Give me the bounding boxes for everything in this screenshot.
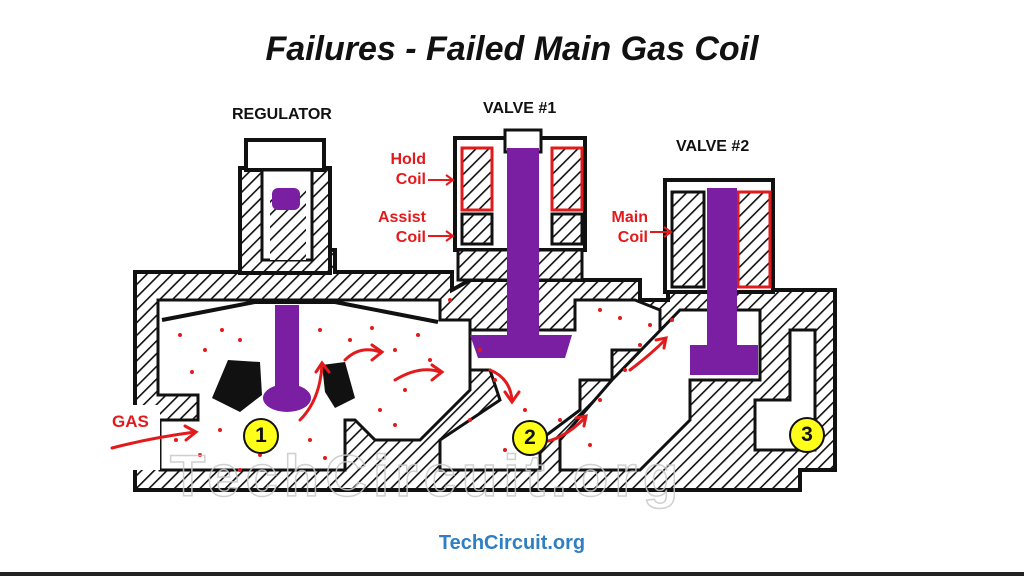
label-main-coil: Main Coil [611, 209, 648, 246]
regulator-seat-right [322, 362, 355, 408]
label-valve2: VALVE #2 [676, 138, 750, 155]
gas-inlet-opening [95, 405, 160, 470]
chamber-marker-2: 2 [512, 420, 548, 456]
valve1-plunger-disc [470, 335, 572, 358]
regulator-cap-plunger [272, 188, 300, 210]
bottom-divider [0, 572, 1024, 576]
chamber-marker-3: 3 [789, 417, 825, 453]
valve1-assist-coil-right [550, 212, 584, 246]
gas-flow-arrows [110, 336, 668, 450]
label-pointers [428, 174, 673, 242]
valve1-plunger [507, 148, 539, 338]
gas-particles [174, 298, 674, 472]
label-assist-coil: Assist Coil [377, 209, 426, 246]
chamber-marker-1: 1 [243, 418, 279, 454]
valve1-hold-coil-left [460, 146, 494, 212]
label-regulator: REGULATOR [232, 106, 332, 123]
regulator-plunger-base [263, 384, 311, 412]
label-hold-coil: Hold Coil [390, 151, 426, 188]
label-valve1: VALVE #1 [483, 100, 557, 117]
footer-credit: TechCircuit.org [438, 532, 586, 554]
inlet-chamber [156, 298, 472, 472]
valve1-hold-coil-right [550, 146, 584, 212]
valve2-plunger [707, 188, 737, 358]
regulator-diaphragm [161, 300, 439, 324]
valve2-main-coil-right [736, 190, 772, 289]
regulator-cap [244, 138, 326, 172]
regulator-seat-left [212, 360, 262, 412]
label-gas: GAS [112, 412, 149, 431]
valve1-assist-coil-left [460, 212, 494, 246]
valve2-plunger-disc [690, 345, 758, 375]
valve2-main-coil-left [670, 190, 706, 289]
diagram-title: Failures - Failed Main Gas Coil [265, 30, 759, 68]
watermark: TechCircuit.org [170, 444, 684, 509]
